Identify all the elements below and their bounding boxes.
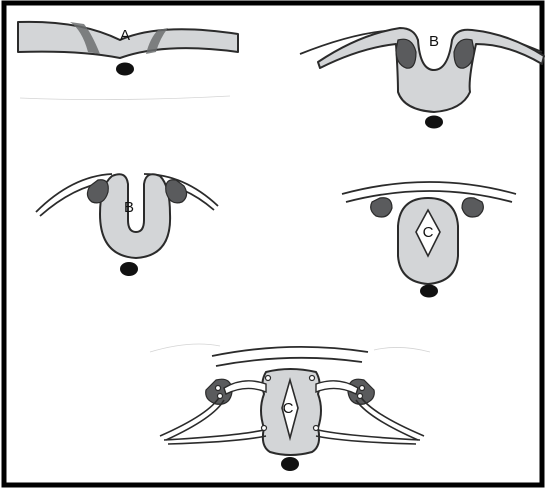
root-node (262, 426, 267, 431)
stage-label-b-lower: B (124, 199, 134, 216)
root-node (360, 386, 365, 391)
notochord (116, 63, 134, 76)
neural-crest-right (462, 198, 483, 217)
stage-label-a: A (120, 27, 130, 44)
root-node (358, 394, 363, 399)
root-node (216, 386, 221, 391)
stage-label-b-upper: B (429, 33, 439, 50)
notochord (120, 262, 138, 276)
neural-crest-left (371, 198, 392, 217)
root-node (314, 426, 319, 431)
root-node (310, 376, 315, 381)
notochord (281, 457, 299, 471)
root-node (218, 394, 223, 399)
notochord (425, 116, 443, 129)
stage-label-c-lower: C (283, 400, 294, 417)
stage-label-c-upper: C (423, 224, 434, 241)
root-node (266, 376, 271, 381)
notochord (420, 285, 438, 298)
